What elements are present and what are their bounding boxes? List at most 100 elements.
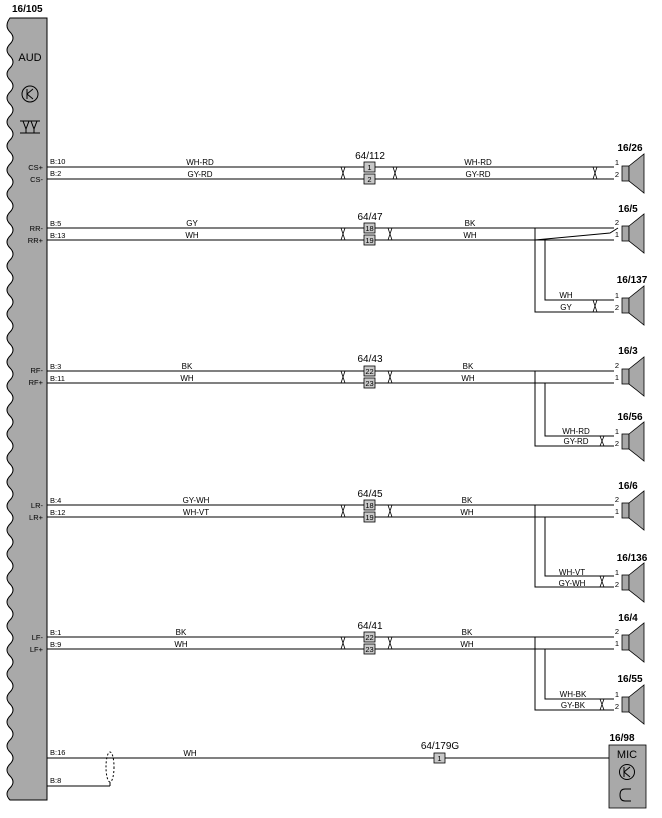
- signal-label: LF+: [30, 645, 44, 654]
- module-ref: 16/105: [12, 4, 43, 15]
- speaker-ref: 16/56: [617, 412, 642, 423]
- speaker-pin: 2: [615, 439, 619, 448]
- wire-color-label: GY-WH: [559, 579, 586, 588]
- speaker-icon: [621, 368, 630, 385]
- wire-color-label: BK: [462, 496, 473, 505]
- speaker-pin: 2: [615, 702, 619, 711]
- speaker-pin: 1: [615, 373, 619, 382]
- connector-pin: 22: [365, 367, 373, 376]
- wire-color-label: WH: [559, 291, 573, 300]
- wire-color-label: BK: [182, 362, 193, 371]
- speaker-pin: 2: [615, 627, 619, 636]
- microphone-unit: 16/98 MIC: [608, 733, 647, 809]
- signal-label: RR+: [28, 236, 44, 245]
- connector-pin: 23: [365, 645, 373, 654]
- connector-64-179g: 64/179G 1: [421, 741, 460, 764]
- speaker-icon: [621, 165, 630, 182]
- speaker-16-6: 16/6 2 1: [615, 481, 645, 531]
- wire-color-labels-left: WH-RD GY-RD GY WH BK WH GY-WH WH-VT BK W…: [174, 158, 214, 758]
- pin-label: B:5: [50, 219, 61, 228]
- wire-color-label: GY: [186, 219, 198, 228]
- speaker-pin: 1: [615, 291, 619, 300]
- speaker-pin: 2: [615, 361, 619, 370]
- pin-label: B:10: [50, 157, 65, 166]
- connector-ref: 64/43: [357, 354, 382, 365]
- speaker-pin: 2: [615, 303, 619, 312]
- speaker-icon: [621, 574, 630, 591]
- speaker-ref: 16/3: [618, 346, 638, 357]
- speaker-16-56: 16/56 1 2 WH-RD GY-RD: [562, 412, 645, 462]
- wire-color-label: WH-RD: [562, 427, 590, 436]
- connector-pin: 18: [365, 501, 373, 510]
- microphone-icon: [619, 788, 631, 802]
- signal-label: CS+: [28, 163, 43, 172]
- wire-color-label: BK: [465, 219, 476, 228]
- pin-label: B:8: [50, 776, 61, 785]
- connector-ref: 64/179G: [421, 741, 460, 752]
- audio-module: 16/105 AUD: [6, 4, 48, 801]
- connector-pin: 2: [367, 175, 371, 184]
- signal-label: RF+: [29, 378, 44, 387]
- pin-label: B:13: [50, 231, 65, 240]
- wire-color-label: WH-VT: [559, 568, 585, 577]
- speaker-pin: 2: [615, 580, 619, 589]
- pin-label: B:2: [50, 169, 61, 178]
- speaker-pin: 1: [615, 158, 619, 167]
- wire-color-label: GY-RD: [563, 437, 588, 446]
- speaker-icon: [621, 225, 630, 242]
- connector-64-47: 64/47 18 19: [357, 212, 383, 246]
- wire-color-label: WH: [185, 231, 199, 240]
- wire-color-label: BK: [462, 628, 473, 637]
- speaker-ref: 16/26: [617, 143, 642, 154]
- wire-color-label: GY-WH: [183, 496, 210, 505]
- wire-color-label: BK: [463, 362, 474, 371]
- speaker-pin: 1: [615, 427, 619, 436]
- speaker-pin: 1: [615, 230, 619, 239]
- connector-64-112: 64/112 1 2: [355, 151, 385, 185]
- signal-labels: CS+ CS- RR- RR+ RF- RF+ LR- LR+ LF- LF+: [28, 163, 44, 654]
- connector-64-45: 64/45 18 19: [357, 489, 383, 523]
- speaker-ref: 16/136: [617, 553, 648, 564]
- speaker-16-137: 16/137 1 2 WH GY: [559, 275, 648, 326]
- connector-ref: 64/41: [357, 621, 382, 632]
- pin-label: B:4: [50, 496, 61, 505]
- pin-label: B:16: [50, 748, 65, 757]
- speaker-ref: 16/4: [618, 613, 638, 624]
- wire-color-label: BK: [176, 628, 187, 637]
- mic-shield: [105, 751, 115, 786]
- module-name: AUD: [18, 52, 41, 64]
- wire-color-label: GY: [560, 303, 572, 312]
- connector-pin: 1: [367, 163, 371, 172]
- speaker-icon: [621, 502, 630, 519]
- twisted-pair-markers: [340, 166, 605, 711]
- wire-color-label: WH: [461, 374, 475, 383]
- speaker-icon: [621, 634, 630, 651]
- speaker-pin: 1: [615, 507, 619, 516]
- wire-color-label: GY-RD: [465, 170, 490, 179]
- pin-labels: B:10 B:2 B:5 B:13 B:3 B:11 B:4 B:12 B:1 …: [50, 157, 65, 785]
- wire-color-label: WH: [463, 231, 477, 240]
- speaker-ref: 16/5: [618, 204, 638, 215]
- connector-ref: 64/47: [357, 212, 382, 223]
- pin-label: B:3: [50, 362, 61, 371]
- connector-ref: 64/112: [355, 151, 385, 162]
- speaker-pin: 2: [615, 218, 619, 227]
- speaker-ref: 16/6: [618, 481, 638, 492]
- wire-color-label: GY-BK: [561, 701, 586, 710]
- mic-ref: 16/98: [609, 733, 634, 744]
- speaker-ref: 16/55: [617, 674, 642, 685]
- signal-label: LR+: [29, 513, 44, 522]
- transistor-icon: [619, 764, 635, 780]
- branch-wires: [534, 227, 619, 711]
- signal-label: LR-: [31, 501, 44, 510]
- speaker-16-4: 16/4 2 1: [615, 613, 645, 663]
- wire-color-label: WH-RD: [186, 158, 214, 167]
- connector-64-43: 64/43 22 23: [357, 354, 383, 389]
- connector-pin: 19: [365, 513, 373, 522]
- pin-label: B:1: [50, 628, 61, 637]
- pin-label: B:9: [50, 640, 61, 649]
- wire-color-labels-right: WH-RD GY-RD BK WH BK WH BK WH BK WH: [460, 158, 492, 649]
- connector-pin: 19: [365, 236, 373, 245]
- wire-color-label: WH: [460, 508, 474, 517]
